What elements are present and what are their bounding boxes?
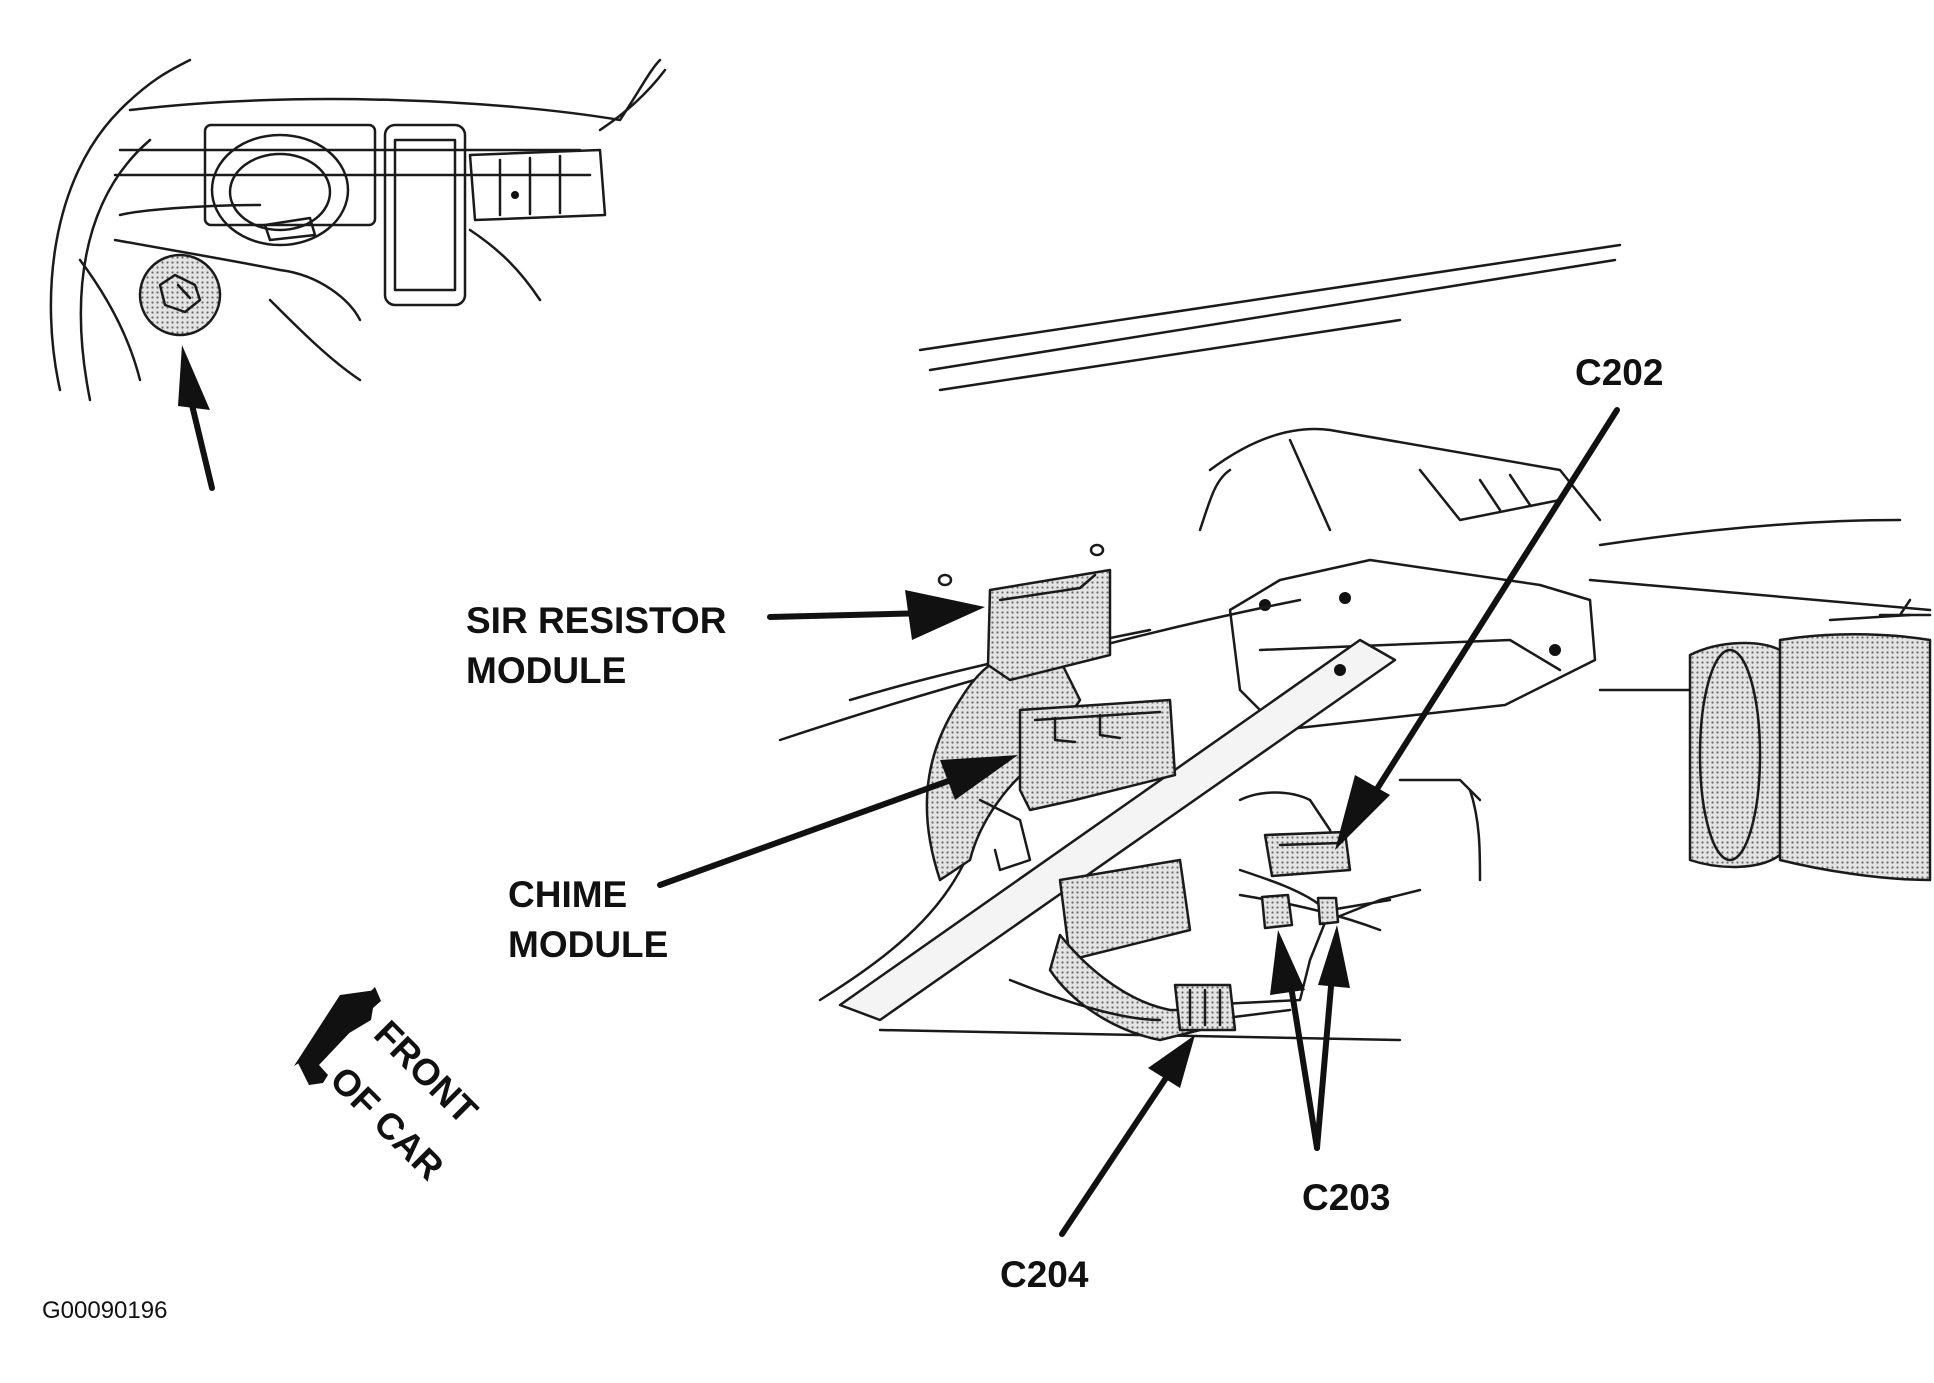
figure-id: G00090196: [42, 1297, 167, 1324]
steering-column-illustration: [778, 243, 1932, 1042]
label-chime-line1: CHIME: [508, 874, 627, 915]
c204-arrowhead: [1148, 1035, 1195, 1088]
label-c203: C203: [1302, 1177, 1390, 1218]
sir-resistor-arrow-shaft: [767, 610, 933, 620]
inset-pointer-arrow-shaft: [189, 402, 215, 491]
c203-arrow-left-head: [1270, 930, 1305, 995]
c202-arrow-shaft: [1367, 407, 1620, 803]
label-sir-resistor-line1: SIR RESISTOR: [466, 600, 726, 641]
c203-arrow-left-shaft: [1287, 977, 1320, 1151]
inset-pointer-arrowhead: [178, 345, 210, 410]
dashboard-inset-illustration: [49, 58, 667, 402]
label-c202: C202: [1575, 352, 1663, 393]
label-chime-line2: MODULE: [508, 924, 668, 965]
c204-arrow-shaft: [1059, 1072, 1171, 1237]
front-of-car-arrowhead: [294, 990, 376, 1066]
c202-arrowhead: [1335, 775, 1390, 850]
c203-arrow-right-head: [1318, 925, 1350, 988]
label-c204: C204: [1000, 1254, 1089, 1295]
c203-arrow-right-shaft: [1314, 972, 1335, 1151]
sir-resistor-arrowhead: [905, 590, 985, 640]
chime-arrow-shaft: [657, 772, 968, 888]
chime-arrowhead: [940, 755, 1018, 800]
label-sir-resistor-line2: MODULE: [466, 650, 626, 691]
